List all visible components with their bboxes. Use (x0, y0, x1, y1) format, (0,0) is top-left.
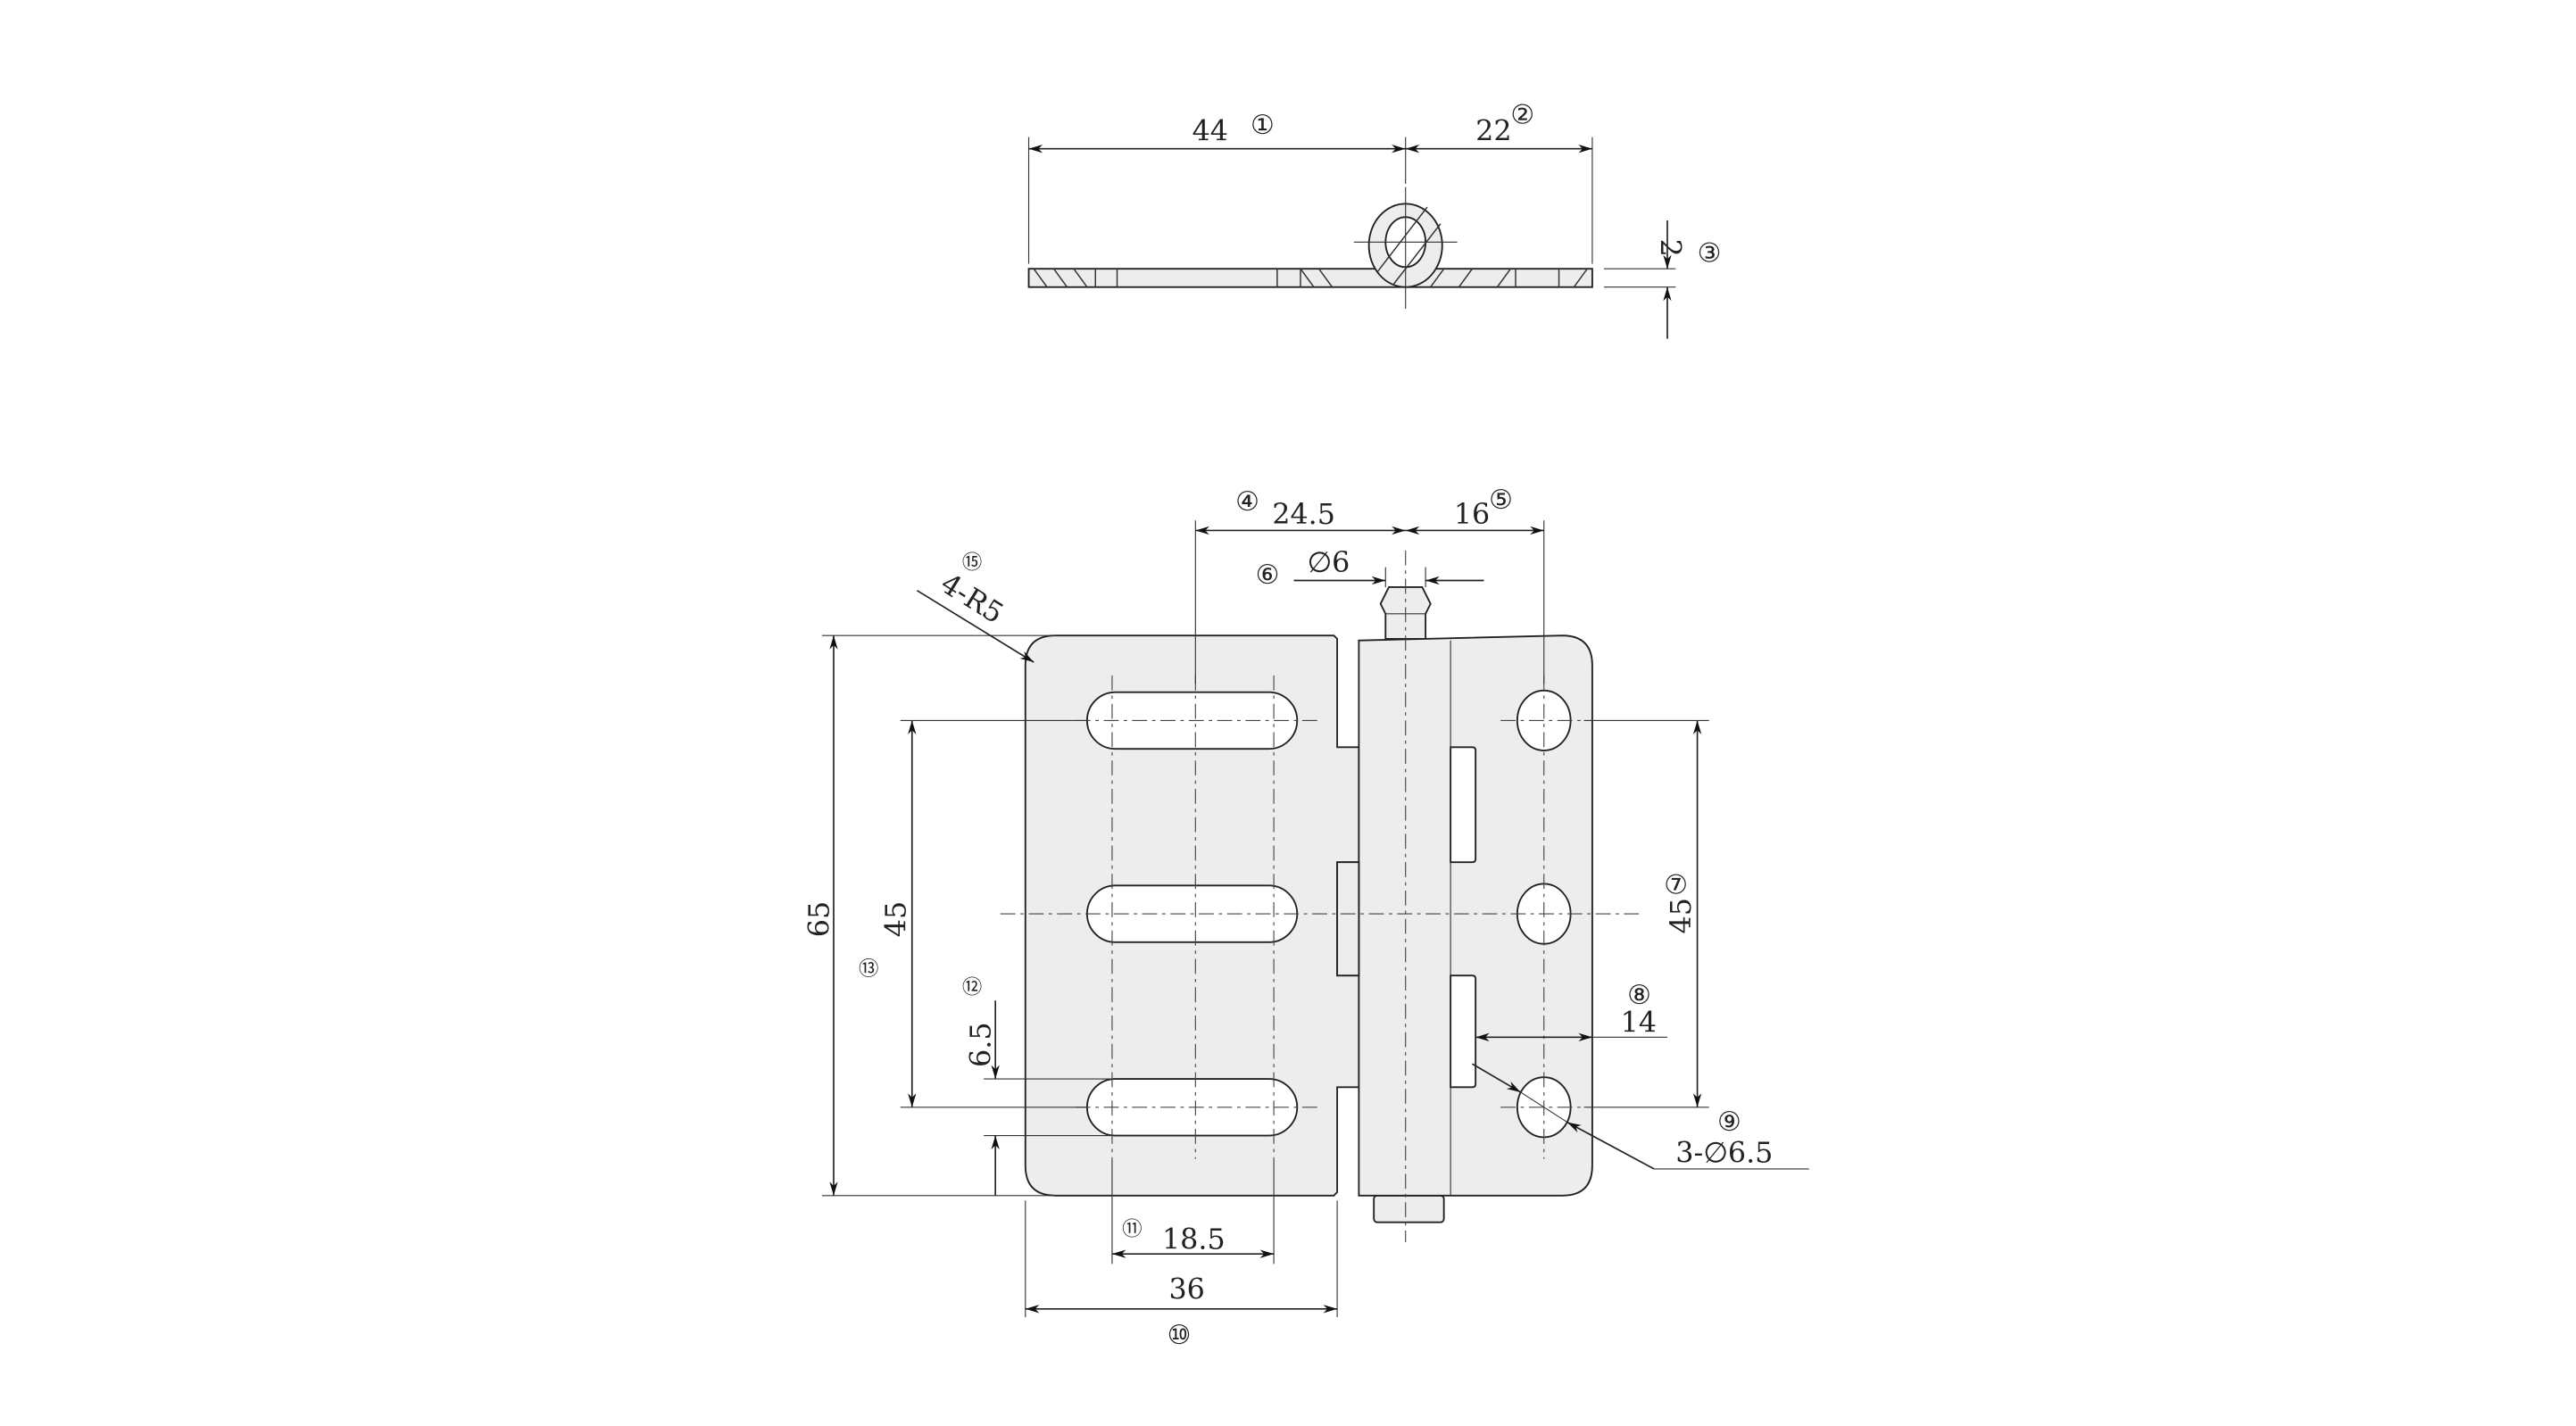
knuckle-gap (1450, 974, 1477, 1089)
dim-45-left-label: 45 (880, 901, 912, 937)
dim-16-label: 16 (1454, 499, 1490, 531)
dim-24-5-label: 24.5 (1272, 499, 1335, 531)
ref-9: ⑨ (1717, 1107, 1741, 1138)
ref-12: ⑫ (962, 976, 982, 999)
dim-44-label: 44 (1192, 115, 1228, 147)
ref-6: ⑥ (1256, 560, 1280, 591)
ref-8: ⑧ (1627, 980, 1651, 1011)
ref-7: ⑦ (1664, 870, 1688, 901)
ref-10: ⑩ (1168, 1320, 1192, 1351)
centerlines (1000, 550, 1642, 1243)
ref-13: ⑬ (859, 958, 878, 981)
dim-65-label: 65 (803, 901, 835, 937)
dim-36-label: 36 (1168, 1274, 1204, 1306)
leader-holes (1566, 1121, 1655, 1170)
pin-tail (1373, 1194, 1445, 1223)
ref-2: ② (1510, 100, 1534, 131)
dim-14-label: 14 (1621, 1007, 1657, 1040)
front-view: ④ 24.5 16 ⑤ ⑥ ∅6 65 45 ⑬ 6.5 ⑫ 4-R5 ⑮ (803, 485, 1809, 1351)
ref-3: ③ (1698, 238, 1722, 269)
leader-r5 (916, 589, 1035, 663)
dim-22-label: 22 (1475, 115, 1511, 147)
dim-18-5-label: 18.5 (1162, 1224, 1226, 1256)
ref-4: ④ (1235, 486, 1259, 518)
ref-1: ① (1251, 110, 1275, 141)
dim-2-label: 2 (1653, 239, 1685, 257)
top-view: 44 ① 22 ② 2 ③ (1027, 100, 1722, 339)
dim-r5-label: 4-R5 (935, 568, 1009, 630)
knuckle-gap (1450, 746, 1477, 864)
dim-45-right-label: 45 (1666, 898, 1698, 933)
leaf-section (1027, 268, 1593, 288)
ref-11: ⑪ (1122, 1218, 1142, 1241)
ref-5: ⑤ (1489, 485, 1513, 516)
dim-holes-label: 3-∅6.5 (1675, 1137, 1773, 1169)
section-hatching (1033, 268, 1588, 288)
dim-pin-dia-label: ∅6 (1307, 547, 1350, 579)
dim-6-5-label: 6.5 (966, 1022, 998, 1067)
ref-15: ⑮ (962, 551, 982, 574)
leader-holes (1471, 1063, 1522, 1093)
right-leaf (1358, 634, 1593, 1197)
